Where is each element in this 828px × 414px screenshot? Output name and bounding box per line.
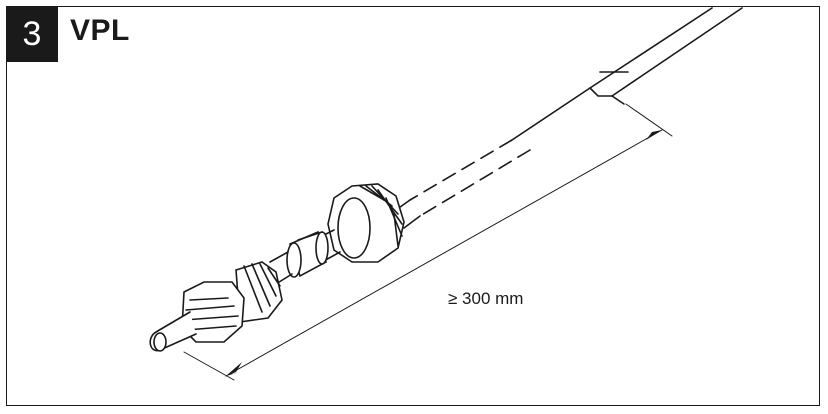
cable-dashed-section	[409, 139, 531, 217]
dimension-line	[183, 103, 673, 381]
figure-frame	[6, 6, 820, 406]
connector-housing	[181, 261, 283, 343]
dimension-label: ≥ 300 mm	[448, 289, 523, 308]
seal-insert	[286, 230, 329, 278]
cable-far-section	[511, 7, 743, 141]
plug-tip	[149, 311, 197, 352]
step-title: VPL	[70, 14, 130, 47]
sealing-nut	[327, 183, 405, 263]
step-number-badge: 3	[6, 6, 58, 62]
